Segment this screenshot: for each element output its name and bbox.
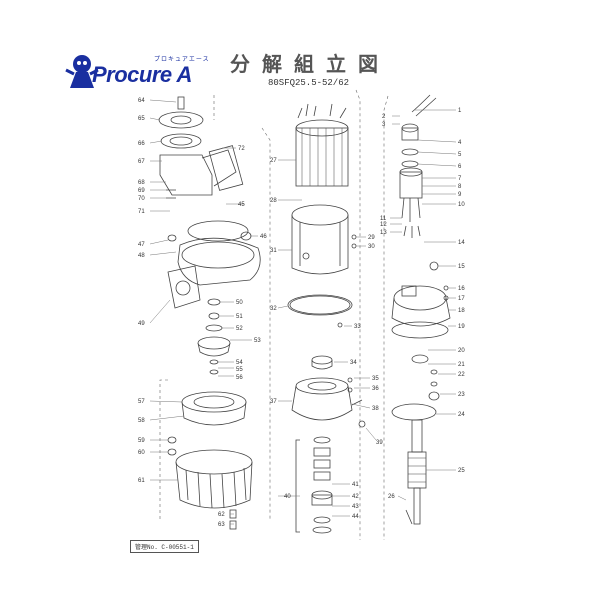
part-label-71: 71 (138, 209, 145, 215)
part-label-63: 63 (218, 522, 225, 528)
part-label-6: 6 (458, 164, 462, 170)
part-label-66: 66 (138, 141, 145, 147)
part-label-17: 17 (458, 296, 465, 302)
part-label-43: 43 (352, 504, 359, 510)
part-label-13: 13 (380, 230, 387, 236)
part-label-7: 7 (458, 176, 462, 182)
procure-a-logo: プロキュアエース Procure A (62, 50, 212, 90)
part-label-67: 67 (138, 159, 145, 165)
logo-kana-text: プロキュアエース (154, 56, 210, 63)
part-label-26: 26 (388, 494, 395, 500)
part-label-57: 57 (138, 399, 145, 405)
part-label-9: 9 (458, 192, 462, 198)
part-label-60: 60 (138, 450, 145, 456)
shaft-group (391, 354, 440, 525)
part-label-28: 28 (270, 198, 277, 204)
part-label-42: 42 (352, 494, 359, 500)
leader-lines (159, 89, 389, 540)
part-label-24: 24 (458, 412, 465, 418)
part-label-27: 27 (270, 158, 277, 164)
part-label-25: 25 (458, 468, 465, 474)
part-label-12: 12 (380, 222, 387, 228)
part-label-70: 70 (138, 196, 145, 202)
part-label-19: 19 (458, 324, 465, 330)
mascot-icon (65, 55, 99, 88)
part-label-3: 3 (382, 122, 386, 128)
part-label-56: 56 (236, 375, 243, 381)
part-label-46: 46 (260, 234, 267, 240)
strainer-stand (175, 449, 253, 530)
part-label-45: 45 (238, 202, 245, 208)
part-label-11: 11 (380, 216, 387, 222)
part-label-39: 39 (376, 440, 383, 446)
bearing-34 (311, 322, 343, 370)
part-label-64: 64 (138, 98, 145, 104)
bearing-housing-37 (291, 377, 366, 428)
part-label-40: 40 (284, 494, 291, 500)
part-label-4: 4 (458, 140, 462, 146)
management-number: 管理No. C-00551-1 (130, 540, 199, 553)
part-label-51: 51 (236, 314, 243, 320)
part-label-55: 55 (236, 367, 243, 373)
part-label-58: 58 (138, 418, 145, 424)
part-label-33: 33 (354, 324, 361, 330)
part-number-labels: 64 65 66 67 68 69 70 71 72 45 46 47 48 4… (138, 98, 465, 528)
part-label-31: 31 (270, 248, 277, 254)
logo-wordmark: Procure A (92, 62, 192, 87)
part-label-49: 49 (138, 321, 145, 327)
part-label-62: 62 (218, 512, 225, 518)
part-label-36: 36 (372, 386, 379, 392)
part-label-14: 14 (458, 240, 465, 246)
part-label-2: 2 (382, 114, 386, 120)
part-label-69: 69 (138, 188, 145, 194)
discharge-flange-group (158, 96, 244, 199)
oring-45 (187, 220, 249, 242)
part-label-20: 20 (458, 348, 465, 354)
part-label-15: 15 (458, 264, 465, 270)
part-label-65: 65 (138, 116, 145, 122)
part-label-21: 21 (458, 362, 465, 368)
part-label-1: 1 (458, 108, 462, 114)
impeller-group (197, 298, 231, 375)
part-label-30: 30 (368, 244, 375, 250)
part-label-53: 53 (254, 338, 261, 344)
mechanical-seal-stack (295, 436, 333, 534)
part-label-48: 48 (138, 253, 145, 259)
part-label-8: 8 (458, 184, 462, 190)
part-label-41: 41 (352, 482, 359, 488)
part-label-68: 68 (138, 180, 145, 186)
part-label-34: 34 (350, 360, 357, 366)
part-label-35: 35 (372, 376, 379, 382)
part-label-16: 16 (458, 286, 465, 292)
part-label-32: 32 (270, 306, 277, 312)
model-number: 80SFQ25.5-52/62 (268, 78, 350, 88)
part-label-38: 38 (372, 406, 379, 412)
part-label-22: 22 (458, 372, 465, 378)
stator-group (295, 103, 349, 187)
part-label-18: 18 (458, 308, 465, 314)
motor-frame (291, 204, 357, 275)
part-label-23: 23 (458, 392, 465, 398)
part-label-50: 50 (236, 300, 243, 306)
motor-cover-bracket (391, 285, 451, 339)
part-label-52: 52 (236, 326, 243, 332)
part-label-59: 59 (138, 438, 145, 444)
part-label-61: 61 (138, 478, 145, 484)
part-label-29: 29 (368, 235, 375, 241)
part-label-44: 44 (352, 514, 359, 520)
drawing-title: 分解組立図 (230, 52, 390, 76)
part-label-37: 37 (270, 399, 277, 405)
oring-32 (287, 294, 353, 316)
part-label-5: 5 (458, 152, 462, 158)
part-callouts (149, 99, 457, 525)
cable-entry-group (399, 94, 439, 271)
part-label-54: 54 (236, 360, 243, 366)
part-label-10: 10 (458, 202, 465, 208)
suction-cover-group (167, 391, 247, 456)
part-label-47: 47 (138, 242, 145, 248)
part-label-72: 72 (238, 146, 245, 152)
pump-casing (167, 231, 261, 309)
